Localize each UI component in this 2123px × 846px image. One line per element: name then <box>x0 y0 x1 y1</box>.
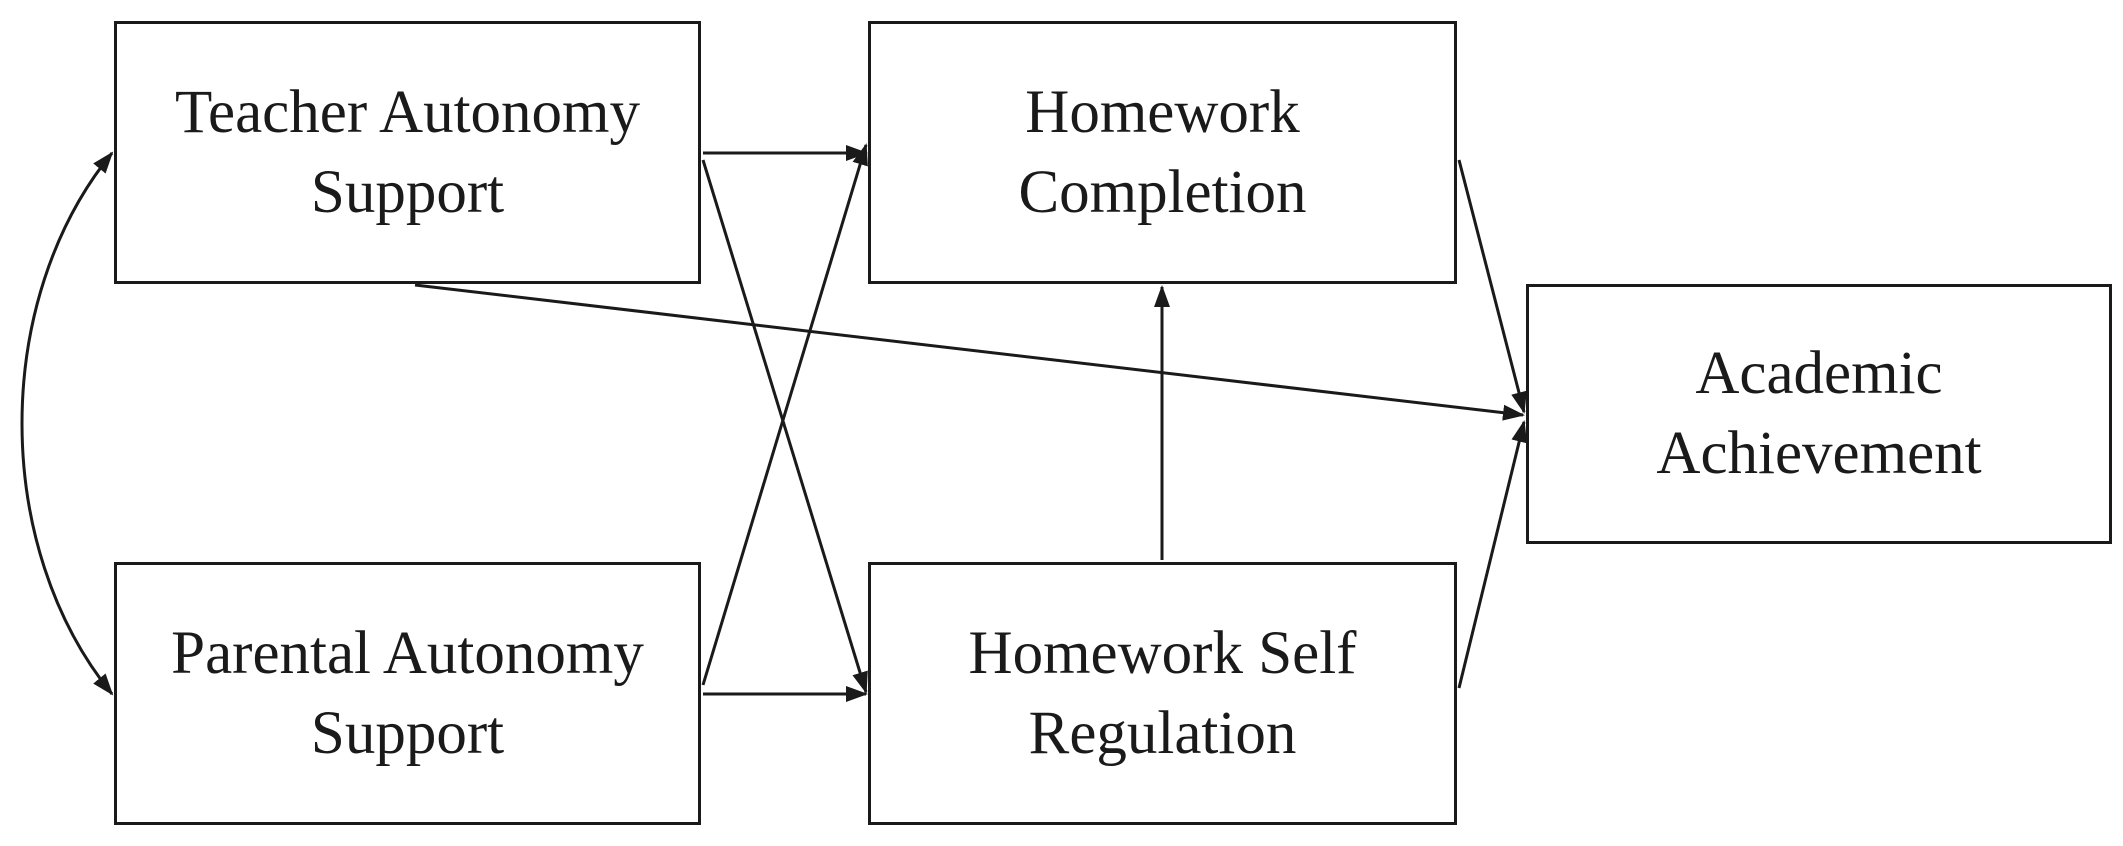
node-teacher-autonomy-support: Teacher Autonomy Support <box>114 21 701 284</box>
node-label: Parental Autonomy Support <box>171 619 644 767</box>
node-parental-autonomy-support: Parental Autonomy Support <box>114 562 701 825</box>
node-academic-achievement: Academic Achievement <box>1526 284 2112 544</box>
arrow-regulation-to-achievement <box>1457 420 1528 689</box>
node-homework-completion: Homework Completion <box>868 21 1457 284</box>
node-label: Homework Self Regulation <box>968 619 1357 767</box>
node-label: Teacher Autonomy Support <box>175 78 640 226</box>
arrow-teacher-to-achievement <box>414 283 1525 421</box>
covariance-teacher-parental <box>20 151 114 696</box>
node-label: Homework Completion <box>1018 78 1307 226</box>
arrow-parental-to-completion <box>701 143 868 686</box>
arrow-teacher-to-regulation <box>701 159 868 694</box>
node-homework-self-regulation: Homework Self Regulation <box>868 562 1457 825</box>
arrow-completion-to-achievement <box>1457 159 1527 414</box>
node-label: Academic Achievement <box>1656 340 1982 487</box>
